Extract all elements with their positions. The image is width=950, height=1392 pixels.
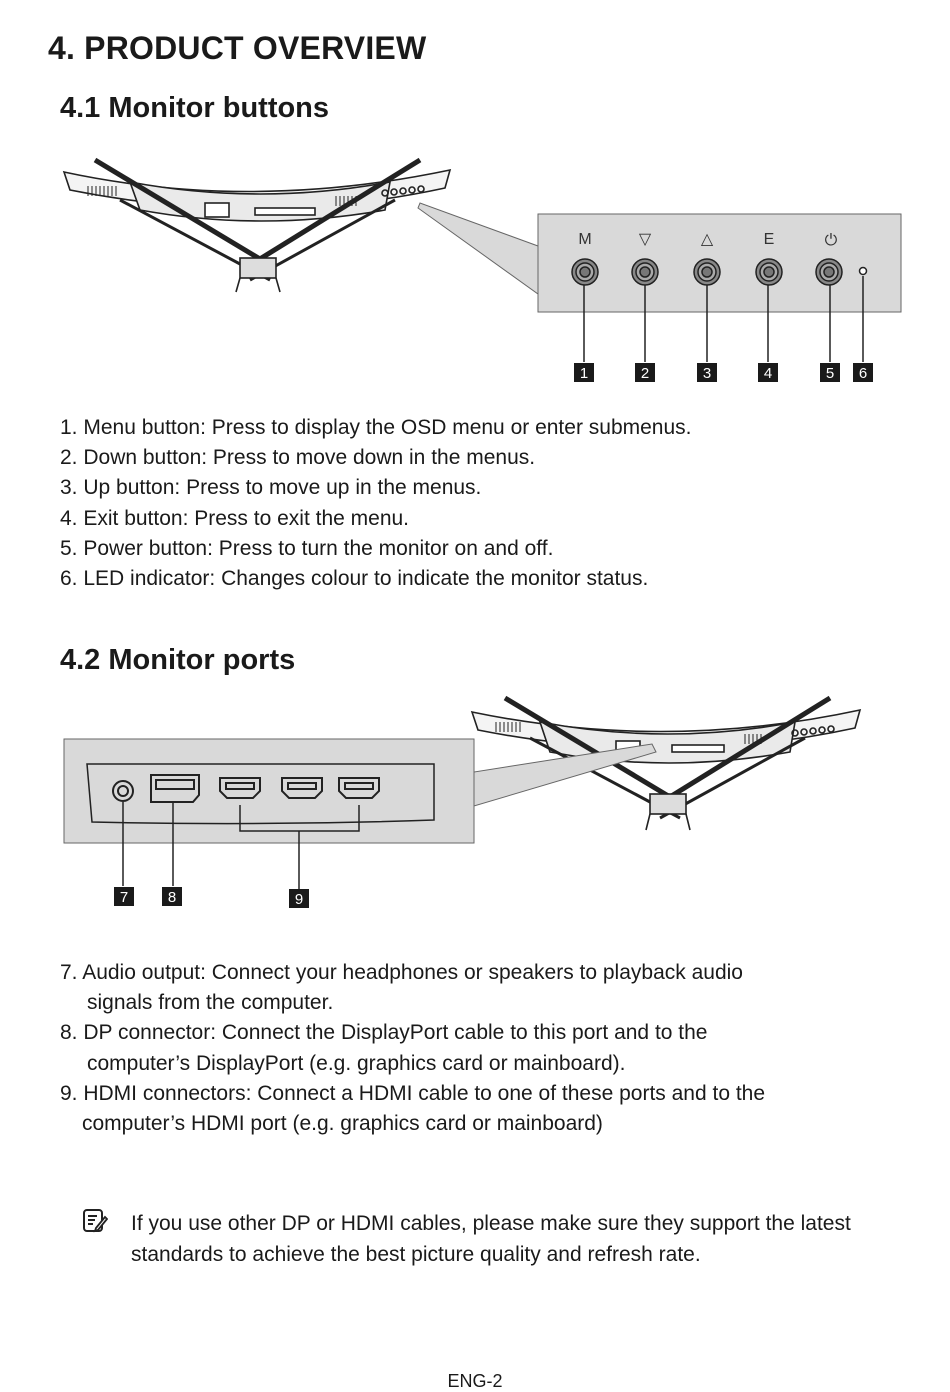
list-item-continuation: computer’s DisplayPort (e.g. graphics ca… bbox=[87, 1051, 626, 1075]
callout-2: 2 bbox=[641, 365, 649, 382]
callout-6: 6 bbox=[859, 365, 867, 382]
list-item-continuation: computer’s HDMI port (e.g. graphics card… bbox=[82, 1112, 603, 1136]
led-indicator-drawing bbox=[858, 266, 868, 276]
page-number: ENG-2 bbox=[447, 1371, 503, 1391]
callout-9: 9 bbox=[295, 891, 303, 908]
callout-8: 8 bbox=[168, 889, 176, 906]
callout-1: 1 bbox=[580, 365, 588, 382]
menu-icon: M bbox=[578, 231, 591, 248]
list-item-continuation: signals from the computer. bbox=[87, 991, 334, 1015]
callout-7: 7 bbox=[120, 889, 128, 906]
audio-port-drawing bbox=[112, 780, 134, 802]
exit-button-drawing bbox=[755, 258, 783, 286]
callout-3: 3 bbox=[703, 365, 711, 382]
menu-button-drawing bbox=[571, 258, 599, 286]
power-button-drawing bbox=[815, 258, 843, 286]
callout-lines bbox=[583, 276, 864, 362]
callout-lines bbox=[122, 802, 360, 889]
power-icon: ⏻ bbox=[825, 232, 838, 249]
monitor-buttons-illustration: M ▽ △ E ⏻ 1 2 3 4 5 6 bbox=[62, 157, 902, 382]
monitor-back-drawing bbox=[470, 695, 862, 831]
list-item: 8. DP connector: Connect the DisplayPort… bbox=[60, 1021, 708, 1045]
list-item: 9. HDMI connectors: Connect a HDMI cable… bbox=[60, 1081, 766, 1105]
list-item: 5. Power button: Press to turn the monit… bbox=[60, 536, 554, 560]
hdmi-port-3-drawing bbox=[338, 777, 380, 799]
section-title-ports: 4.2 Monitor ports bbox=[60, 644, 296, 676]
monitor-back-drawing bbox=[62, 157, 452, 293]
section-title-buttons: 4.1 Monitor buttons bbox=[60, 92, 330, 124]
exit-icon: E bbox=[764, 231, 775, 248]
displayport-drawing bbox=[150, 774, 200, 803]
page-heading: 4. PRODUCT OVERVIEW bbox=[48, 30, 427, 66]
panel-buttons bbox=[571, 258, 868, 286]
hdmi-port-2-drawing bbox=[281, 777, 323, 799]
list-item: 4. Exit button: Press to exit the menu. bbox=[60, 506, 410, 530]
ports-description-list: 7. Audio output: Connect your headphones… bbox=[60, 958, 765, 1139]
button-panel bbox=[537, 213, 902, 313]
list-item: 6. LED indicator: Changes colour to indi… bbox=[60, 567, 649, 591]
hdmi-port-1-drawing bbox=[219, 777, 261, 799]
down-button-drawing bbox=[631, 258, 659, 286]
list-item: 2. Down button: Press to move down in th… bbox=[60, 446, 536, 470]
list-item: 1. Menu button: Press to display the OSD… bbox=[60, 416, 692, 439]
list-item: 7. Audio output: Connect your headphones… bbox=[60, 961, 743, 984]
callout-4: 4 bbox=[764, 365, 772, 382]
monitor-ports-illustration: 7 8 9 bbox=[63, 695, 862, 908]
up-button-drawing bbox=[693, 258, 721, 286]
up-arrow-icon: △ bbox=[701, 231, 714, 248]
list-item: 3. Up button: Press to move up in the me… bbox=[60, 476, 482, 500]
note-text: If you use other DP or HDMI cables, plea… bbox=[131, 1212, 851, 1266]
callout-5: 5 bbox=[826, 365, 834, 382]
buttons-description-list: 1. Menu button: Press to display the OSD… bbox=[60, 413, 692, 594]
down-arrow-icon: ▽ bbox=[639, 231, 652, 248]
note-icon bbox=[83, 1209, 108, 1233]
